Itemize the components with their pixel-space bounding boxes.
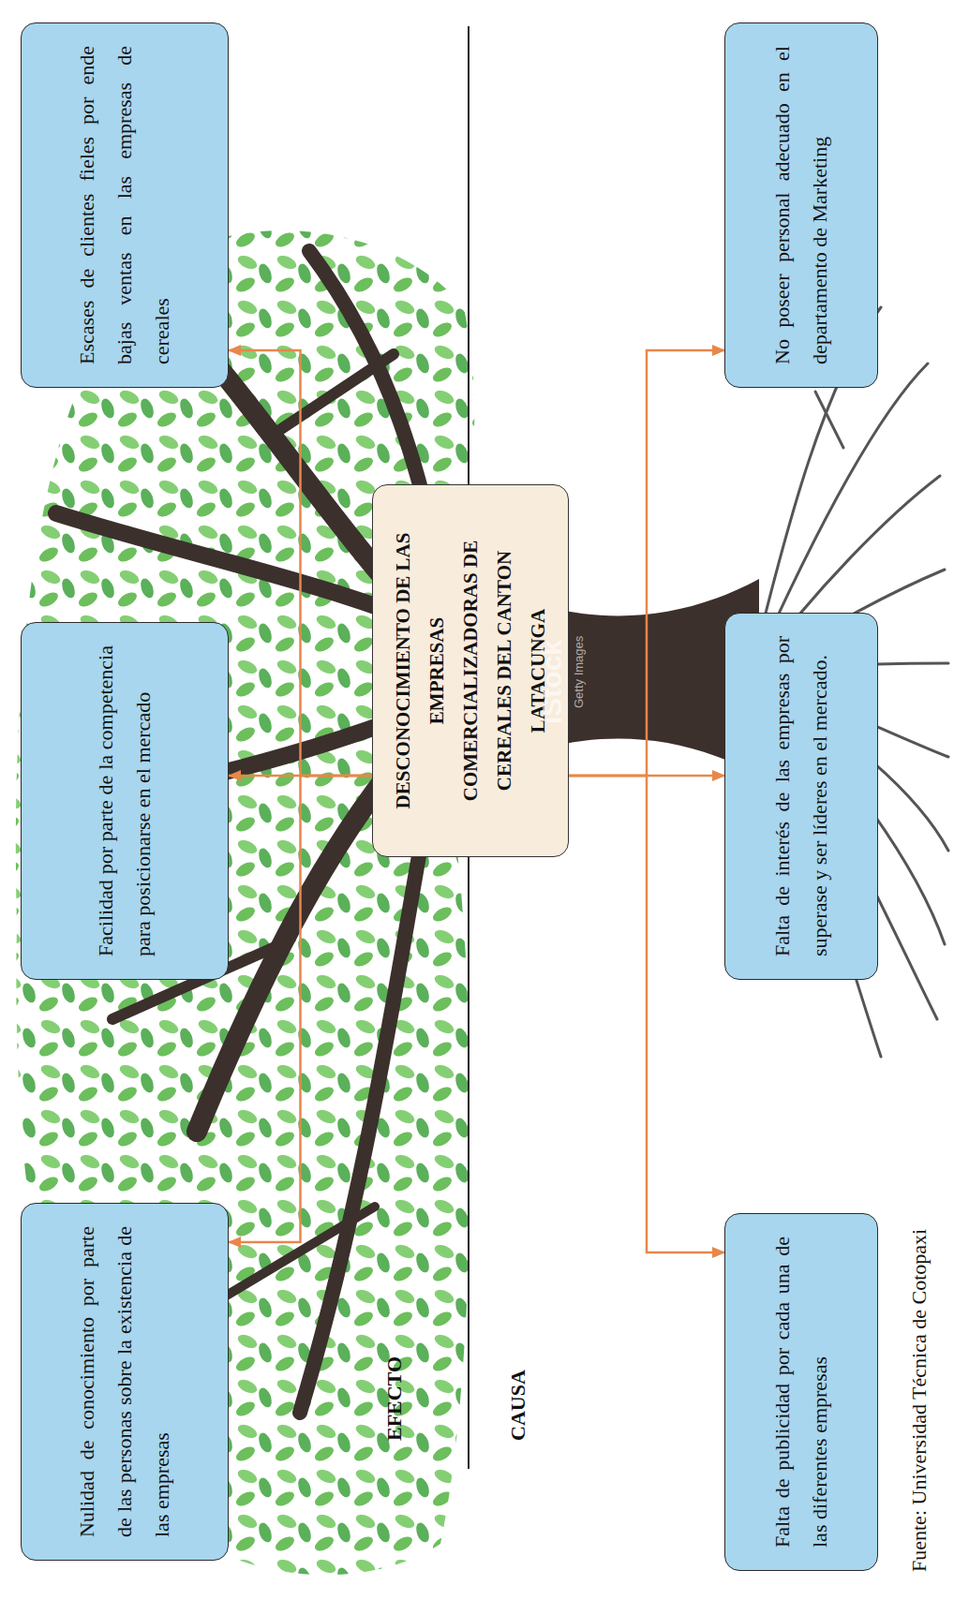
arrow-connector	[228, 350, 373, 776]
cause-effect-box: Facilidad por parte de la competencia pa…	[20, 622, 229, 981]
box-text: Falta de publicidad por cada una de las …	[763, 1237, 839, 1549]
box-text: Falta de interés de las empresas por sup…	[763, 636, 839, 957]
source-caption: Fuente: Universidad Técnica de Cotopaxi	[907, 1229, 932, 1573]
cause-effect-box: Falta de interés de las empresas por sup…	[724, 612, 879, 981]
arrow-connector	[568, 775, 725, 1253]
cause-effect-box: Escases de clientes fieles por ende baja…	[20, 22, 229, 388]
arrow-connector	[568, 350, 725, 776]
box-text: DESCONOCIMIENTO DE LAS EMPRESAS COMERCIA…	[386, 504, 555, 838]
section-label: EFECTO	[382, 1356, 407, 1442]
section-label: CAUSA	[506, 1370, 531, 1442]
cause-effect-box: Falta de publicidad por cada una de las …	[724, 1213, 879, 1572]
cause-effect-box: No poseer personal adecuado en el depart…	[724, 22, 879, 388]
box-text: Facilidad por parte de la competencia pa…	[87, 645, 163, 957]
box-text: No poseer personal adecuado en el depart…	[763, 45, 839, 365]
cause-effect-box: Nulidad de conocimiento por parte de las…	[20, 1203, 229, 1562]
watermark: iStock	[536, 640, 568, 725]
arrow-connector	[228, 775, 373, 1243]
watermark: Getty Images	[571, 636, 586, 709]
box-text: Nulidad de conocimiento por parte de las…	[68, 1226, 181, 1538]
box-text: Escases de clientes fieles por ende baja…	[68, 45, 181, 365]
